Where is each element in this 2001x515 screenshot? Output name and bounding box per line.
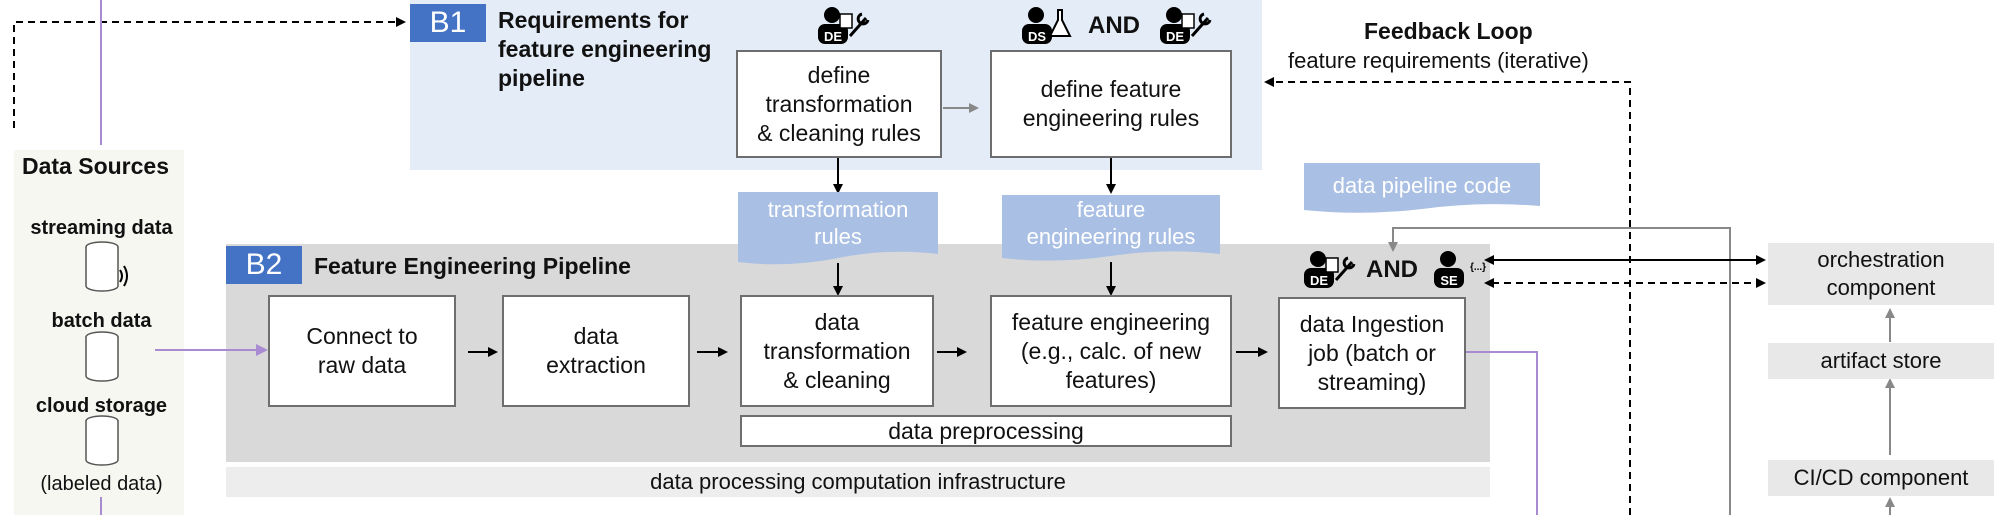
cloud-storage-database-icon bbox=[85, 415, 119, 466]
feature-engineering-rules-doc: feature engineering rules bbox=[1026, 197, 1196, 249]
define-feature-box: define feature engineering rules bbox=[990, 50, 1232, 158]
data-extraction-box: data extraction bbox=[502, 295, 690, 407]
and-label: AND bbox=[1366, 256, 1418, 283]
feedback-title: Feedback Loop bbox=[1364, 18, 1533, 44]
transformation-rules-doc: transformation rules bbox=[767, 197, 909, 249]
artifact-store: artifact store bbox=[1768, 343, 1994, 379]
b1-roles-and: DS AND DE bbox=[1014, 6, 1212, 46]
streaming-data-label: streaming data bbox=[30, 217, 173, 239]
data-engineer-icon: DE bbox=[1304, 251, 1356, 288]
b1-role-de: DE bbox=[810, 6, 870, 46]
data-pipeline-code-doc: data pipeline code bbox=[1332, 173, 1512, 198]
data-sources-title: Data Sources bbox=[22, 153, 170, 179]
data-engineer-icon: DE bbox=[1160, 7, 1212, 44]
labeled-data-note: (labeled data) bbox=[40, 473, 163, 495]
batch-data-label: batch data bbox=[51, 310, 152, 332]
feature-engineering-box: feature engineering (e.g., calc. of new … bbox=[990, 295, 1232, 407]
cicd-component: CI/CD component bbox=[1768, 460, 1994, 496]
svg-text:DE: DE bbox=[1310, 273, 1328, 288]
data-ingestion-box: data Ingestion job (batch or streaming) bbox=[1278, 297, 1466, 409]
cloud-storage-label: cloud storage bbox=[35, 395, 168, 417]
b1-title: Requirements for feature engineering pip… bbox=[498, 7, 712, 91]
data-preprocessing-box: data preprocessing bbox=[740, 415, 1232, 447]
data-engineer-icon: DE bbox=[818, 7, 870, 44]
software-engineer-icon: SE {...} bbox=[1434, 251, 1486, 288]
data-transformation-box: data transformation & cleaning bbox=[740, 295, 934, 407]
feedback-subtitle: feature requirements (iterative) bbox=[1288, 48, 1589, 73]
svg-text:{...}: {...} bbox=[1470, 262, 1486, 273]
svg-text:SE: SE bbox=[1440, 273, 1458, 288]
b2-tag: B2 bbox=[226, 246, 302, 284]
infrastructure-bar bbox=[226, 467, 1490, 497]
connect-raw-data-box: Connect to raw data bbox=[268, 295, 456, 407]
b2-title: Feature Engineering Pipeline bbox=[314, 253, 631, 279]
define-transformation-box: define transformation & cleaning rules bbox=[736, 50, 942, 158]
data-scientist-icon: DS bbox=[1022, 7, 1072, 44]
infrastructure-label: data processing computation infrastructu… bbox=[650, 469, 1066, 494]
svg-text:DE: DE bbox=[1166, 29, 1184, 44]
svg-text:DE: DE bbox=[824, 29, 842, 44]
batch-database-icon bbox=[85, 331, 119, 382]
svg-text:DS: DS bbox=[1028, 29, 1046, 44]
b2-roles: DE AND SE {...} bbox=[1296, 250, 1490, 290]
orchestration-component: orchestration component bbox=[1768, 243, 1994, 305]
b1-tag: B1 bbox=[410, 4, 486, 42]
and-label: AND bbox=[1088, 12, 1140, 39]
streaming-database-icon bbox=[85, 241, 128, 292]
